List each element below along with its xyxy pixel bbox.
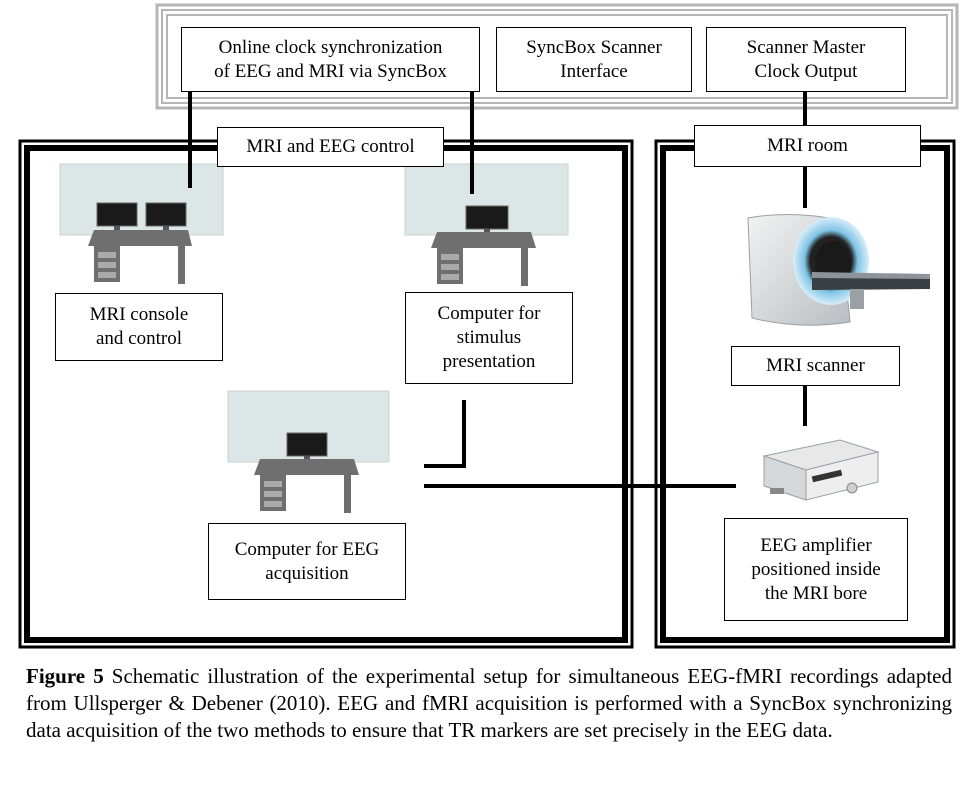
mri-console-box: MRI console and control bbox=[55, 293, 223, 361]
figure-caption-label: Figure 5 bbox=[26, 664, 104, 688]
syncbox-clock-sync-box: Online clock synchronization of EEG and … bbox=[181, 27, 480, 92]
syncbox-interface-box: SyncBox Scanner Interface bbox=[496, 27, 692, 92]
control-room-label-box: MRI and EEG control bbox=[217, 127, 444, 167]
figure-caption: Figure 5 Schematic illustration of the e… bbox=[26, 663, 952, 744]
connection-lines bbox=[188, 92, 807, 488]
control-room-label: MRI and EEG control bbox=[246, 136, 415, 157]
stimulus-computer-label: Computer for stimulus presentation bbox=[437, 303, 541, 372]
eeg-computer-label: Computer for EEG acquisition bbox=[234, 538, 380, 584]
stimulus-computer-box: Computer for stimulus presentation bbox=[405, 292, 573, 384]
eeg-amplifier-label: EEG amplifier positioned inside the MRI … bbox=[751, 534, 881, 604]
eeg-computer-box: Computer for EEG acquisition bbox=[208, 523, 406, 600]
eeg-amplifier-box: EEG amplifier positioned inside the MRI … bbox=[724, 518, 908, 621]
mri-console-label: MRI console and control bbox=[89, 304, 189, 349]
mri-room-label: MRI room bbox=[767, 135, 848, 156]
stimulus-workstation-illustration bbox=[404, 163, 569, 286]
syncbox-frame bbox=[155, 3, 959, 110]
mri-scanner-label: MRI scanner bbox=[766, 355, 865, 376]
mri-room-label-box: MRI room bbox=[694, 125, 921, 167]
mri-scanner-illustration bbox=[747, 213, 930, 326]
eeg-workstation-illustration bbox=[227, 390, 390, 513]
scanner-clock-box: Scanner Master Clock Output bbox=[706, 27, 906, 92]
eeg-amplifier-illustration bbox=[762, 439, 880, 501]
scanner-clock-label: Scanner Master Clock Output bbox=[746, 36, 866, 82]
stimulus-to-eeg-line bbox=[424, 400, 466, 468]
syncbox-interface-label: SyncBox Scanner Interface bbox=[526, 36, 662, 82]
figure-caption-text: Schematic illustration of the experiment… bbox=[26, 664, 952, 742]
syncbox-clock-sync-label: Online clock synchronization of EEG and … bbox=[214, 36, 447, 82]
mri-scanner-box: MRI scanner bbox=[731, 346, 900, 386]
console-workstation-illustration bbox=[59, 163, 224, 284]
